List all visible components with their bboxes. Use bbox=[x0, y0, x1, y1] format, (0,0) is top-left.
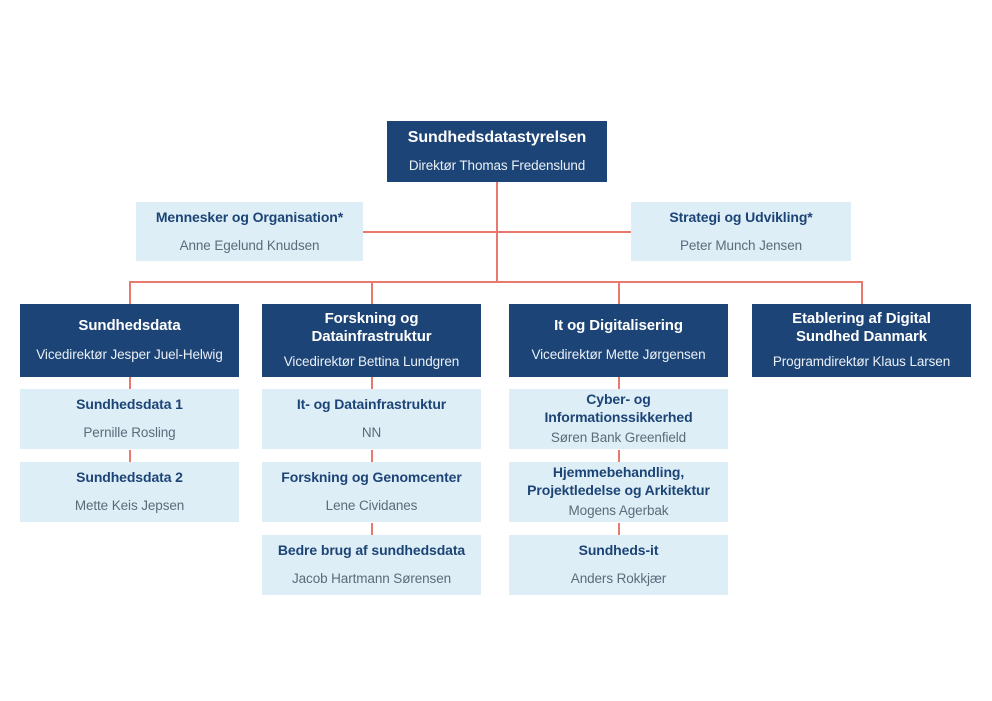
connector-staff-left bbox=[360, 231, 497, 233]
node-person: Direktør Thomas Fredenslund bbox=[408, 157, 586, 173]
node-person: Vicedirektør Jesper Juel-Helwig bbox=[36, 347, 223, 363]
connector-drop-division-3 bbox=[618, 281, 620, 304]
node-person: Vicedirektør Bettina Lundgren bbox=[283, 354, 460, 370]
node-title: Strategi og Udvikling* bbox=[669, 208, 813, 225]
node-person: Jacob Hartmann Sørensen bbox=[291, 571, 452, 587]
node-unit-hjemmebehandling-projektledelse-og-arkitektur[interactable]: Hjemmebehandling, Projektledelse og Arki… bbox=[509, 462, 728, 522]
node-person: Programdirektør Klaus Larsen bbox=[772, 354, 951, 370]
node-title-line-1: Cyber- og bbox=[586, 391, 651, 408]
node-person: Pernille Rosling bbox=[83, 425, 176, 441]
node-title: Sundhedsdata 2 bbox=[76, 469, 183, 486]
node-title: Hjemmebehandling, Projektledelse og Arki… bbox=[527, 464, 710, 498]
connector-stub-c2-u3 bbox=[371, 523, 373, 535]
node-person: Anders Rokkjær bbox=[570, 571, 667, 587]
node-person: Peter Munch Jensen bbox=[679, 237, 803, 253]
node-title: Sundhedsdata 1 bbox=[76, 396, 183, 413]
node-title: Sundhedsdatastyrelsen bbox=[407, 129, 587, 147]
connector-stub-c1-u2 bbox=[129, 450, 131, 462]
node-title-line-2: Informationssikkerhed bbox=[544, 408, 693, 425]
node-unit-sundhedsdata-2[interactable]: Sundhedsdata 2 Mette Keis Jepsen bbox=[20, 462, 239, 522]
node-person: Lene Cividanes bbox=[325, 498, 418, 514]
node-division-etablering-af-digital-sundhed-danmark[interactable]: Etablering af Digital Sundhed Danmark Pr… bbox=[752, 304, 971, 377]
connector-stub-c2-u1 bbox=[371, 377, 373, 389]
node-unit-forskning-og-genomcenter[interactable]: Forskning og Genomcenter Lene Cividanes bbox=[262, 462, 481, 522]
node-person: NN bbox=[361, 425, 382, 441]
node-person: Mogens Agerbak bbox=[568, 502, 669, 518]
connector-drop-division-2 bbox=[371, 281, 373, 304]
node-title: Sundhedsdata bbox=[78, 316, 181, 334]
node-title-line-2: Datainfrastruktur bbox=[311, 328, 432, 346]
node-title-line-1: Etablering af Digital bbox=[792, 309, 931, 327]
node-title-line-2: Sundhed Danmark bbox=[795, 328, 927, 346]
node-title: Forskning og Genomcenter bbox=[281, 469, 462, 486]
node-person: Anne Egelund Knudsen bbox=[179, 237, 320, 253]
node-unit-it-og-datainfrastruktur[interactable]: It- og Datainfrastruktur NN bbox=[262, 389, 481, 449]
node-title: Sundheds-it bbox=[578, 542, 659, 559]
connector-drop-division-4 bbox=[861, 281, 863, 304]
node-root-sundhedsdatastyrelsen[interactable]: Sundhedsdatastyrelsen Direktør Thomas Fr… bbox=[387, 121, 607, 182]
connector-stub-c3-u2 bbox=[618, 450, 620, 462]
node-title: It- og Datainfrastruktur bbox=[296, 396, 447, 413]
node-title: Bedre brug af sundhedsdata bbox=[277, 542, 466, 559]
connector-staff-right bbox=[496, 231, 633, 233]
node-staff-mennesker-og-organisation[interactable]: Mennesker og Organisation* Anne Egelund … bbox=[136, 202, 363, 261]
node-title: Etablering af Digital Sundhed Danmark bbox=[792, 310, 931, 347]
connector-stub-c2-u2 bbox=[371, 450, 373, 462]
connector-stub-c3-u3 bbox=[618, 523, 620, 535]
node-division-sundhedsdata[interactable]: Sundhedsdata Vicedirektør Jesper Juel-He… bbox=[20, 304, 239, 377]
node-unit-sundhedsdata-1[interactable]: Sundhedsdata 1 Pernille Rosling bbox=[20, 389, 239, 449]
node-person: Vicedirektør Mette Jørgensen bbox=[531, 347, 706, 363]
node-staff-strategi-og-udvikling[interactable]: Strategi og Udvikling* Peter Munch Jense… bbox=[631, 202, 851, 261]
node-title: Cyber- og Informationssikkerhed bbox=[544, 391, 692, 425]
node-unit-sundheds-it[interactable]: Sundheds-it Anders Rokkjær bbox=[509, 535, 728, 595]
node-title-line-1: Forskning og bbox=[324, 309, 419, 327]
node-unit-bedre-brug-af-sundhedsdata[interactable]: Bedre brug af sundhedsdata Jacob Hartman… bbox=[262, 535, 481, 595]
connector-stub-c1-u1 bbox=[129, 377, 131, 389]
connector-drop-division-1 bbox=[129, 281, 131, 304]
node-title-line-2: Projektledelse og Arkitektur bbox=[527, 481, 710, 498]
node-title: It og Digitalisering bbox=[554, 316, 683, 334]
node-title: Mennesker og Organisation* bbox=[155, 208, 344, 225]
node-division-it-og-digitalisering[interactable]: It og Digitalisering Vicedirektør Mette … bbox=[509, 304, 728, 377]
node-title-line-1: Hjemmebehandling, bbox=[552, 464, 685, 481]
node-title: Forskning og Datainfrastruktur bbox=[312, 310, 432, 347]
node-division-forskning-og-datainfrastruktur[interactable]: Forskning og Datainfrastruktur Vicedirek… bbox=[262, 304, 481, 377]
connector-stub-c3-u1 bbox=[618, 377, 620, 389]
node-unit-cyber-og-informationssikkerhed[interactable]: Cyber- og Informationssikkerhed Søren Ba… bbox=[509, 389, 728, 449]
node-person: Søren Bank Greenfield bbox=[550, 429, 687, 445]
node-person: Mette Keis Jepsen bbox=[74, 498, 185, 514]
connector-division-crossbar bbox=[129, 281, 862, 283]
